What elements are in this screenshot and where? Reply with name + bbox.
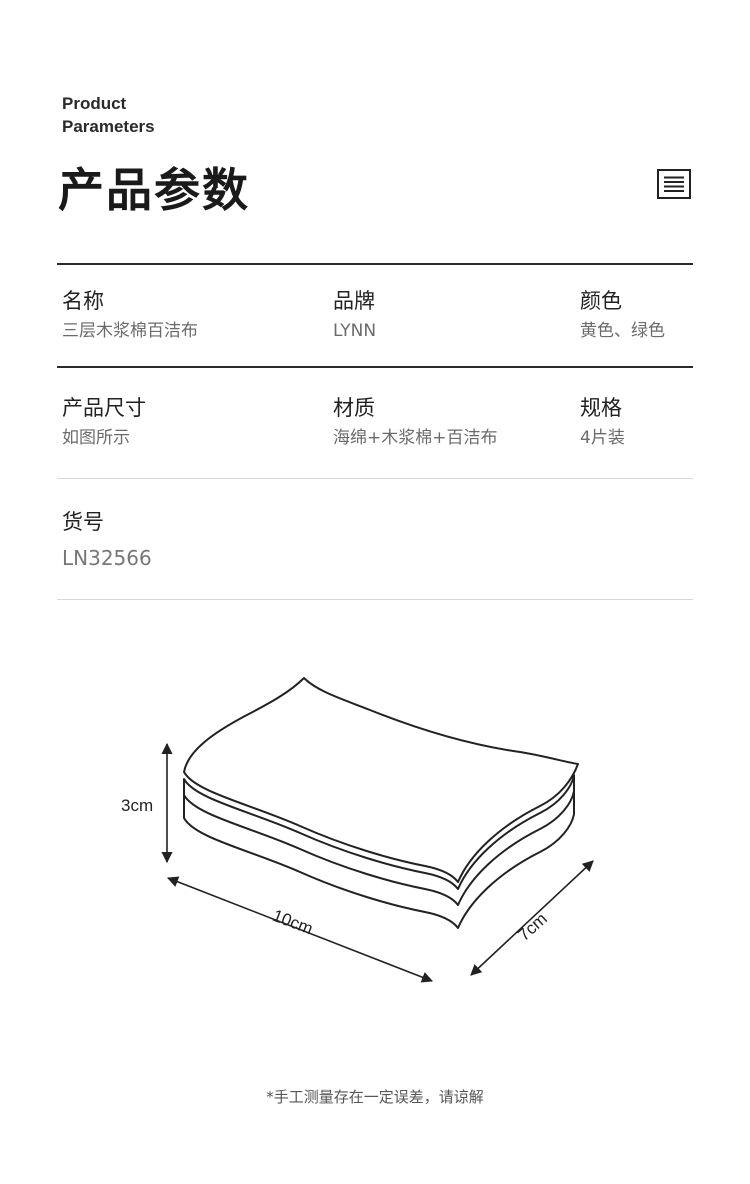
length-arrow [166, 876, 434, 983]
measurement-note: *手工测量存在一定误差，请谅解 [266, 1088, 484, 1106]
param-label: 货号 [62, 510, 104, 534]
eyebrow-line-1: Product [62, 94, 127, 113]
length-label: 10cm [270, 906, 316, 939]
param-item-number: 货号 LN32566 [62, 508, 152, 570]
param-label: 产品尺寸 [62, 396, 146, 420]
sponge-layer-top [183, 677, 579, 883]
param-value: 黄色、绿色 [580, 321, 665, 341]
param-spec: 规格 4片装 [580, 394, 625, 450]
param-brand: 品牌 LYNN [333, 287, 376, 343]
param-size: 产品尺寸 如图所示 [62, 394, 146, 450]
divider-middle [57, 366, 693, 368]
sponge-dimension-diagram: 3cm 10cm 7cm [121, 677, 594, 983]
param-value: 4片装 [580, 428, 625, 448]
divider-light-2 [57, 599, 693, 600]
list-menu-icon[interactable] [657, 169, 691, 199]
width-arrow [470, 860, 594, 976]
param-label: 规格 [580, 396, 622, 420]
param-label: 品牌 [333, 289, 375, 313]
eyebrow-line-2: Parameters [62, 117, 155, 136]
param-value: LYNN [333, 321, 377, 341]
divider-top [57, 263, 693, 265]
section-eyebrow: Product Parameters [62, 92, 155, 138]
param-value: 海绵+木浆棉+百洁布 [333, 428, 498, 448]
param-label: 材质 [333, 396, 375, 420]
param-value: 三层木浆棉百洁布 [62, 321, 198, 341]
divider-light-1 [57, 478, 693, 479]
param-color: 颜色 黄色、绿色 [580, 287, 665, 343]
param-value: 如图所示 [62, 428, 130, 448]
width-label: 7cm [514, 909, 551, 945]
param-material: 材质 海绵+木浆棉+百洁布 [333, 394, 498, 450]
param-label: 名称 [62, 289, 104, 313]
param-name: 名称 三层木浆棉百洁布 [62, 287, 198, 343]
page-title: 产品参数 [58, 163, 250, 217]
height-label: 3cm [121, 796, 153, 815]
param-label: 颜色 [580, 289, 622, 313]
param-value: LN32566 [62, 546, 152, 570]
